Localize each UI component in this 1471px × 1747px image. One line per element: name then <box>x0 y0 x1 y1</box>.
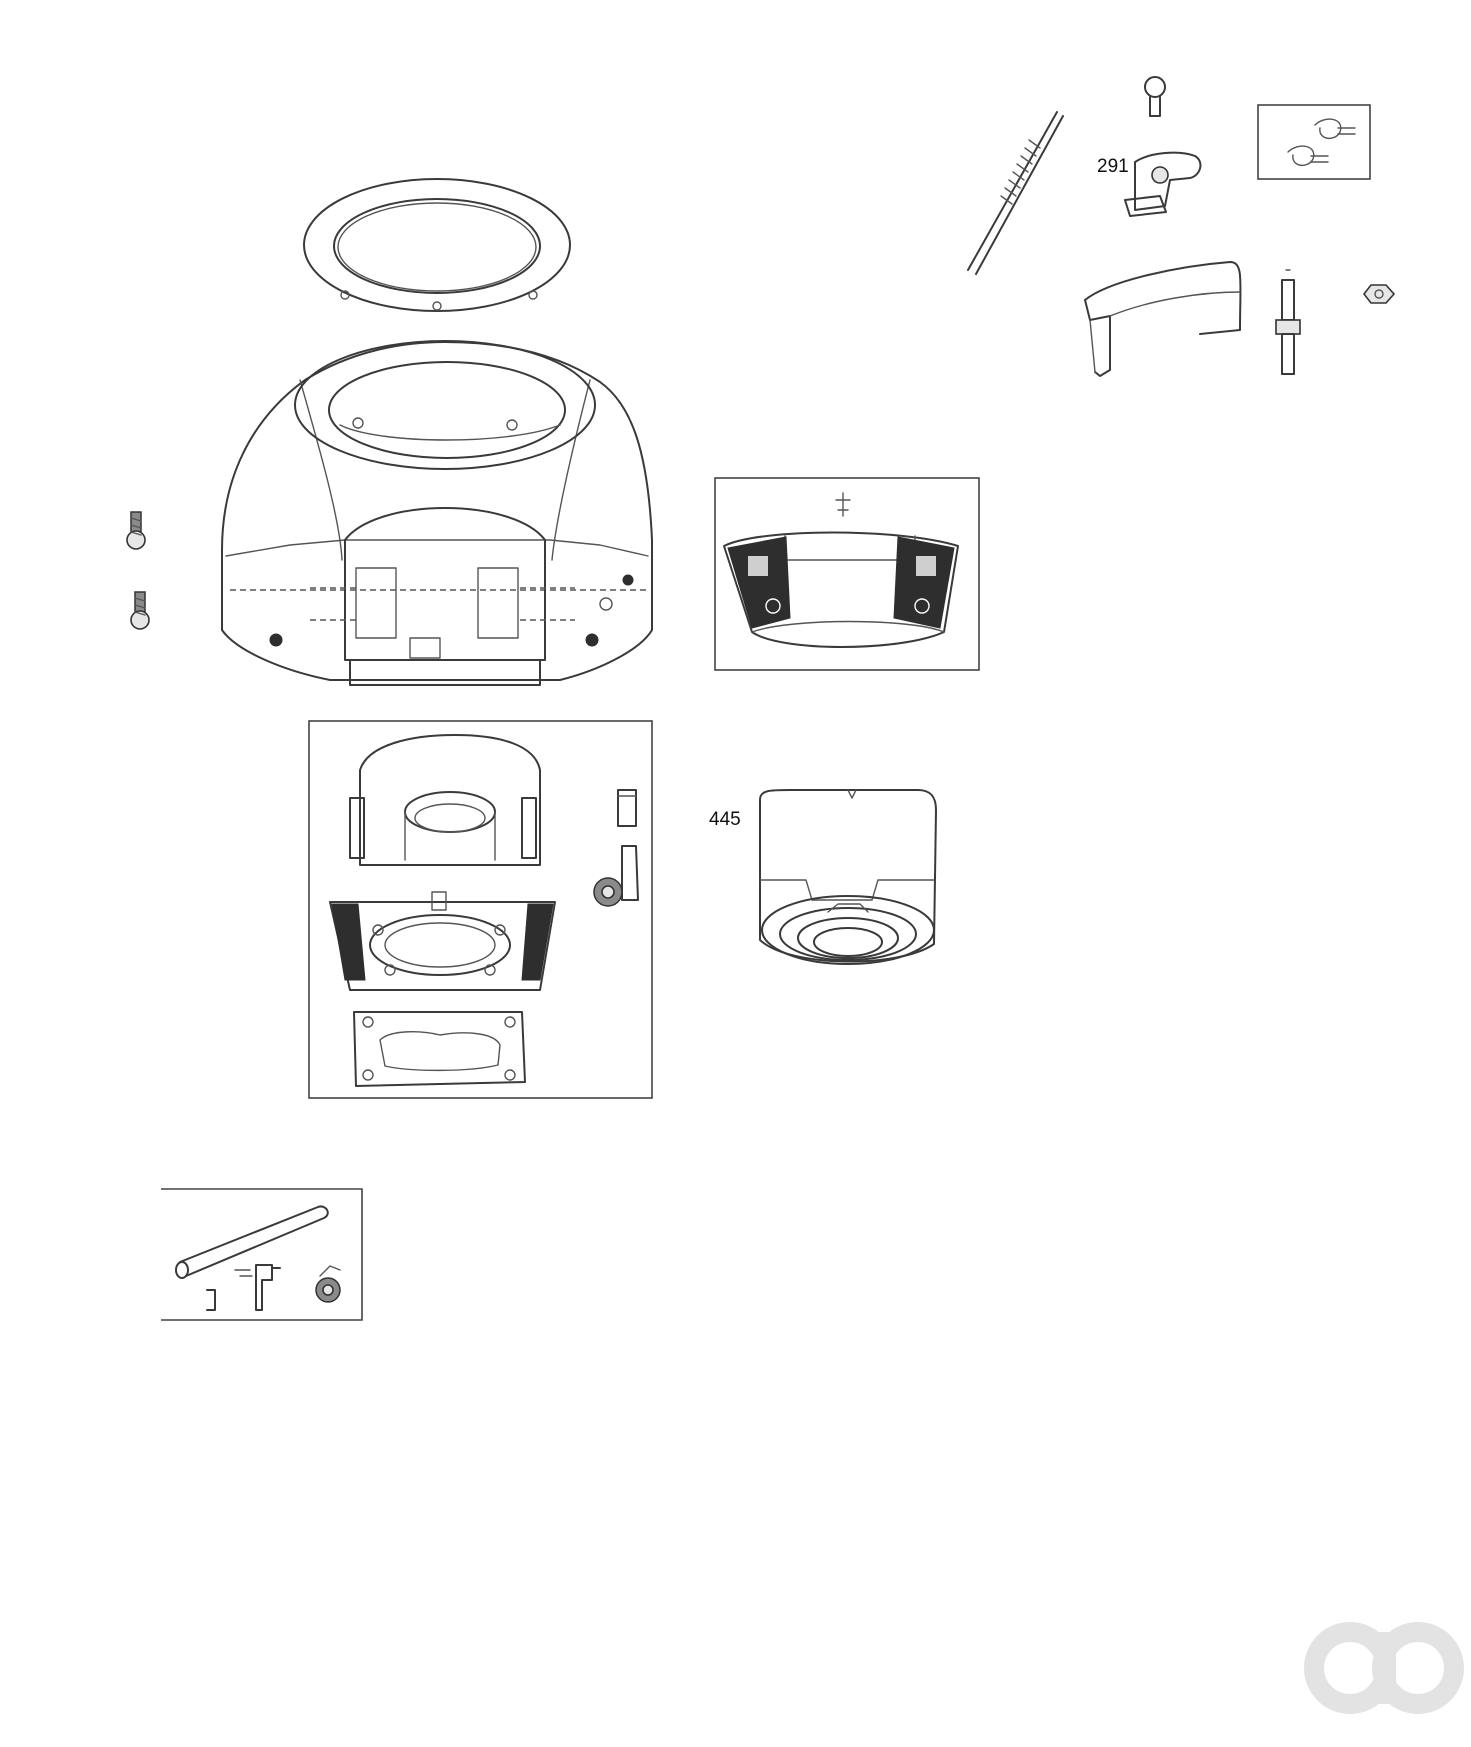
callout-291: 291 <box>1097 156 1129 177</box>
intake-ring-gasket[interactable] <box>303 178 571 312</box>
choke-bracket[interactable] <box>1124 151 1202 217</box>
stud[interactable] <box>1275 269 1301 375</box>
callout-445: 445 <box>709 809 741 830</box>
air-filter-element[interactable] <box>759 789 937 965</box>
choke-rod-spring[interactable] <box>967 111 1064 275</box>
housing-screw-upper[interactable] <box>126 511 146 550</box>
air-cleaner-base-kit-box[interactable] <box>308 720 653 1099</box>
watermark-logo-icon <box>1304 1622 1464 1714</box>
mounting-screw-top[interactable] <box>1144 76 1166 117</box>
hex-nut[interactable] <box>1362 284 1396 304</box>
blower-housing[interactable] <box>221 340 653 686</box>
retaining-clips-box[interactable] <box>1257 104 1371 180</box>
housing-screw-lower[interactable] <box>130 591 150 630</box>
air-cleaner-cover-kit-box[interactable] <box>714 477 980 671</box>
breather-tube-kit-box[interactable] <box>161 1188 363 1321</box>
governor-bracket[interactable] <box>1084 261 1242 377</box>
